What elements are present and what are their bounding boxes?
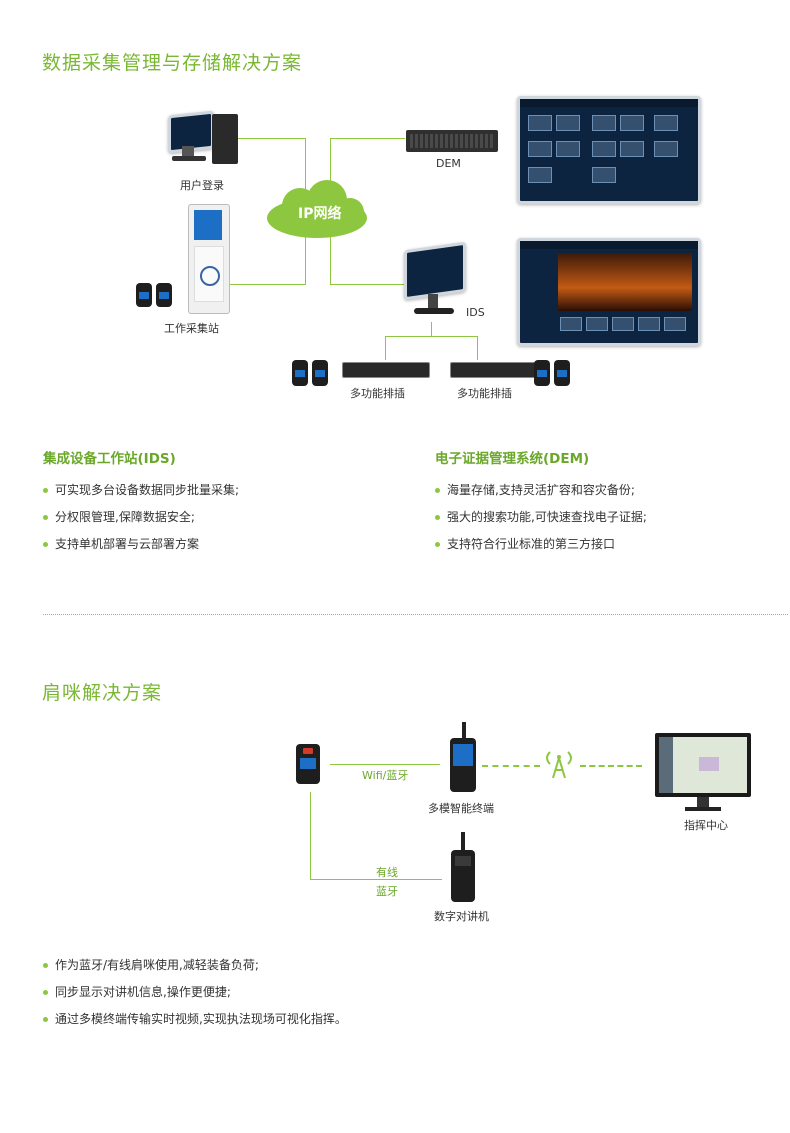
strip2-label: 多功能排插 (457, 387, 512, 400)
section2-title: 肩咪解决方案 (42, 682, 163, 704)
signal-tower-icon (546, 751, 572, 779)
workstation-label: 工作采集站 (164, 322, 219, 335)
wifi-bt-label: Wifi/蓝牙 (362, 769, 409, 782)
list-item: 海量存储,支持灵活扩容和容灾备份; (435, 477, 647, 504)
multimode-terminal (448, 722, 478, 792)
dem-server (406, 130, 498, 152)
connector-line (330, 764, 440, 765)
list-item: 作为蓝牙/有线肩咪使用,减轻装备负荷; (43, 952, 347, 979)
ids-label: IDS (466, 306, 485, 319)
list-item: 强大的搜索功能,可快速查找电子证据; (435, 504, 647, 531)
body-camera (292, 360, 308, 386)
strip1-label: 多功能排插 (350, 387, 405, 400)
connector-line (330, 138, 405, 139)
wireless-link (482, 765, 540, 767)
wireless-link (580, 765, 642, 767)
list-item: 可实现多台设备数据同步批量采集; (43, 477, 239, 504)
connector-line (477, 336, 478, 360)
connector-line (310, 792, 311, 880)
section-divider (43, 614, 788, 615)
body-camera (156, 283, 172, 307)
wired-label: 有线 (376, 866, 398, 879)
user-login-label: 用户登录 (180, 179, 224, 192)
list-item: 通过多模终端传输实时视频,实现执法现场可视化指挥。 (43, 1006, 347, 1033)
multifunction-strip (342, 362, 430, 378)
multimode-label: 多模智能终端 (428, 802, 494, 815)
list-item: 支持单机部署与云部署方案 (43, 531, 239, 558)
bluetooth-label: 蓝牙 (376, 885, 398, 898)
list-item: 同步显示对讲机信息,操作更便捷; (43, 979, 347, 1006)
connector-line (330, 232, 331, 284)
dem-label: DEM (436, 157, 461, 170)
body-camera (312, 360, 328, 386)
list-item: 支持符合行业标准的第三方接口 (435, 531, 647, 558)
connector-line (385, 336, 477, 337)
dem-bullet-list: 海量存储,支持灵活扩容和容灾备份; 强大的搜索功能,可快速查找电子证据; 支持符… (435, 477, 647, 558)
digital-radio-label: 数字对讲机 (434, 910, 489, 923)
connector-line (225, 284, 306, 285)
shoulder-mic-device (296, 744, 320, 784)
command-center-label: 指挥中心 (684, 819, 728, 832)
ip-network-cloud-icon (267, 180, 367, 238)
connector-line (225, 138, 305, 139)
connector-line (330, 138, 331, 190)
connector-line (305, 232, 306, 284)
connector-line (330, 284, 410, 285)
ids-screenshot-monitor (517, 238, 701, 346)
ids-bullet-list: 可实现多台设备数据同步批量采集; 分权限管理,保障数据安全; 支持单机部署与云部… (43, 477, 239, 558)
ids-terminal (404, 241, 468, 320)
command-center-monitor (655, 733, 751, 815)
body-camera (554, 360, 570, 386)
section1-title: 数据采集管理与存储解决方案 (42, 52, 303, 74)
shoulder-mic-bullet-list: 作为蓝牙/有线肩咪使用,减轻装备负荷; 同步显示对讲机信息,操作更便捷; 通过多… (43, 952, 347, 1033)
connector-line (431, 322, 432, 336)
body-camera (136, 283, 152, 307)
body-camera (534, 360, 550, 386)
connector-line (385, 336, 386, 360)
connector-line (310, 879, 442, 880)
user-login-pc (168, 108, 240, 168)
ids-heading: 集成设备工作站(IDS) (43, 451, 176, 467)
list-item: 分权限管理,保障数据安全; (43, 504, 239, 531)
dem-heading: 电子证据管理系统(DEM) (435, 451, 590, 467)
workstation-kiosk (188, 204, 230, 314)
connector-line (305, 138, 306, 190)
digital-radio (450, 832, 476, 902)
dem-screenshot-monitor (517, 96, 701, 204)
multifunction-strip (450, 362, 538, 378)
ip-network-label: IP网络 (298, 206, 342, 222)
